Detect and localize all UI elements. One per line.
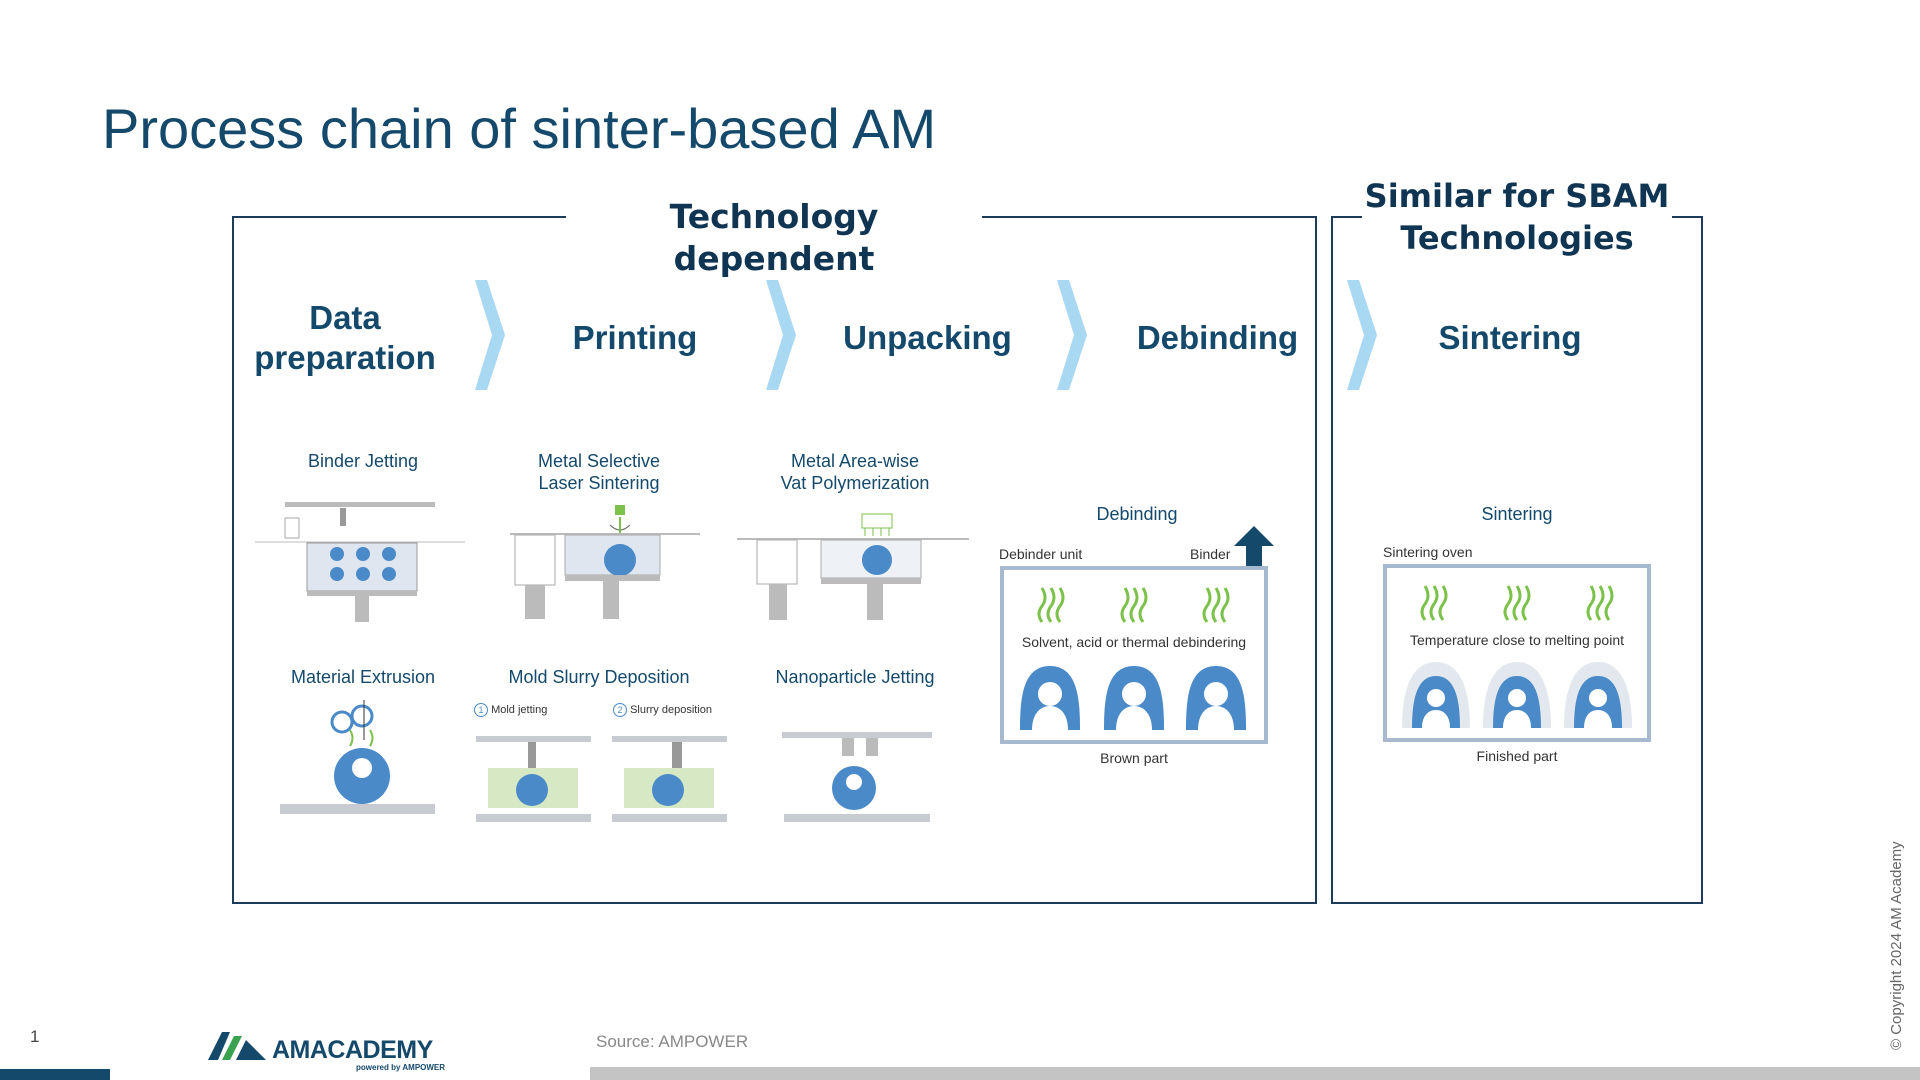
- finished-part-icon: [1564, 662, 1632, 728]
- step-1-icon: 1: [474, 703, 488, 717]
- chevron-icon: [475, 280, 505, 390]
- brown-part-icon: [1104, 666, 1164, 730]
- finished-part-label: Finished part: [1476, 748, 1558, 764]
- slurry-deposition-label: 2 Slurry deposition: [613, 703, 712, 717]
- slurry-deposition-text: Slurry deposition: [630, 704, 712, 716]
- binder-label: Binder: [1190, 546, 1231, 562]
- step-debinding: Debinding: [1136, 319, 1299, 356]
- footer-accent-bar: [0, 1069, 110, 1080]
- process-mavp: Metal Area-wise Vat Polymerization: [735, 450, 975, 494]
- sintering-process-text: Temperature close to melting point: [1410, 632, 1624, 648]
- mold-jetting-text: Mold jetting: [491, 704, 548, 716]
- heat-icon: [1037, 587, 1065, 623]
- heat-icon: [1202, 587, 1230, 623]
- step-data-preparation-line2: preparation: [254, 339, 436, 376]
- step-data-preparation: Data preparation: [240, 298, 450, 378]
- process-material-extrusion: Material Extrusion: [290, 667, 436, 687]
- sintering-oven-label: Sintering oven: [1383, 544, 1473, 560]
- finished-part-icon: [1402, 662, 1470, 728]
- slurry-deposition-diagram: [612, 736, 727, 822]
- heat-icon: [1120, 587, 1148, 623]
- chevron-icon: [766, 280, 796, 390]
- process-msls-line2: Laser Sintering: [538, 473, 660, 493]
- process-msls-line1: Metal Selective: [537, 451, 661, 471]
- heat-icon: [1503, 585, 1531, 621]
- debinding-process-text: Solvent, acid or thermal debindering: [1021, 634, 1247, 650]
- debinder-unit-box: [1000, 566, 1268, 744]
- logo-wordmark: AMACADEMY: [272, 1036, 433, 1064]
- sintering-oven-box: [1383, 564, 1651, 742]
- nanoparticle-jetting-diagram: [782, 732, 932, 822]
- step-unpacking: Unpacking: [843, 319, 1012, 356]
- page-number: 1: [30, 1027, 40, 1046]
- step-printing: Printing: [572, 319, 698, 356]
- process-nanoparticle-jetting: Nanoparticle Jetting: [775, 667, 935, 687]
- process-msls: Metal Selective Laser Sintering: [499, 450, 699, 494]
- sintering-panel-title: Sintering: [1481, 504, 1553, 524]
- brown-part-label: Brown part: [1100, 750, 1168, 766]
- material-extrusion-diagram: [280, 700, 435, 814]
- process-mavp-line1: Metal Area-wise: [790, 451, 920, 471]
- amacademy-logo-icon: [208, 1032, 266, 1060]
- logo-tagline: powered by AMPOWER: [356, 1063, 446, 1072]
- binder-jetting-diagram: [255, 502, 465, 622]
- binder-arrow-icon: [1234, 526, 1274, 566]
- process-binder-jetting: Binder Jetting: [307, 451, 419, 471]
- heat-icon: [1420, 585, 1448, 621]
- mold-jetting-diagram: [476, 736, 591, 822]
- debinding-panel-title: Debinding: [1096, 504, 1178, 524]
- brown-part-icon: [1186, 666, 1246, 730]
- technology-dependent-label: Technology dependent: [566, 196, 982, 280]
- heat-icon: [1586, 585, 1614, 621]
- step-data-preparation-line1: Data: [309, 299, 381, 336]
- mold-jetting-label: 1 Mold jetting: [474, 703, 547, 717]
- process-mold-slurry: Mold Slurry Deposition: [508, 667, 690, 687]
- sbam-label-line2: Technologies: [1400, 219, 1634, 257]
- step-sintering: Sintering: [1438, 319, 1582, 356]
- finished-part-icon: [1483, 662, 1551, 728]
- process-mavp-line2: Vat Polymerization: [780, 473, 930, 493]
- source-note: Source: AMPOWER: [596, 1032, 749, 1051]
- footer-bar: [590, 1067, 1920, 1080]
- step-2-icon: 2: [613, 703, 627, 717]
- chevron-icon: [1347, 280, 1377, 390]
- sbam-label-line1: Similar for SBAM: [1364, 177, 1670, 215]
- brown-part-icon: [1020, 666, 1080, 730]
- sbam-label: Similar for SBAM Technologies: [1362, 175, 1672, 259]
- mavp-diagram: [737, 513, 969, 620]
- debinder-unit-label: Debinder unit: [999, 546, 1083, 562]
- copyright-notice: © Copyright 2024 AM Academy: [1888, 841, 1905, 1050]
- page-title: Process chain of sinter-based AM: [102, 97, 937, 160]
- chevron-icon: [1057, 280, 1087, 390]
- msls-diagram: [510, 505, 700, 619]
